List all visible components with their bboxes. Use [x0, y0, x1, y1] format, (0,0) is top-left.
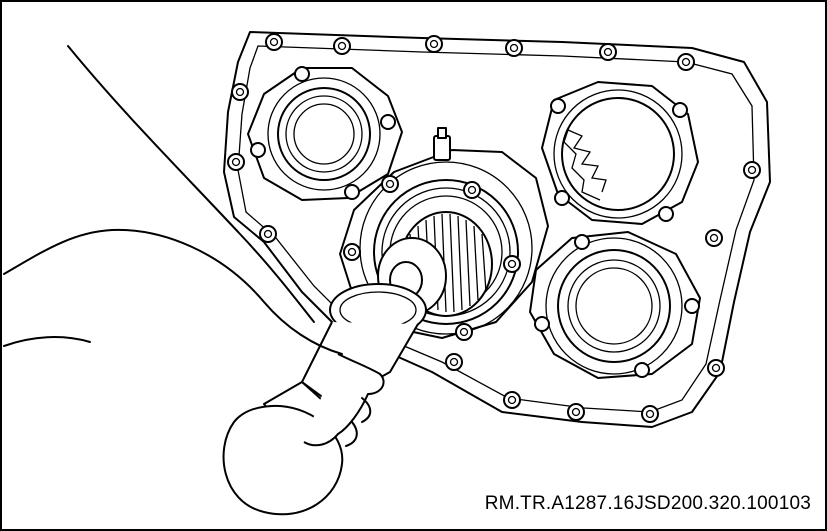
transmission-case [223, 31, 771, 428]
case-bolt-bosses [227, 33, 761, 423]
figure-reference-code: RM.TR.A1287.16JSD200.320.100103 [484, 493, 811, 514]
upper-left-bearing [247, 66, 403, 201]
lower-right-bearing [529, 231, 701, 379]
upper-right-gear-opening [541, 81, 699, 225]
hand [3, 45, 385, 447]
